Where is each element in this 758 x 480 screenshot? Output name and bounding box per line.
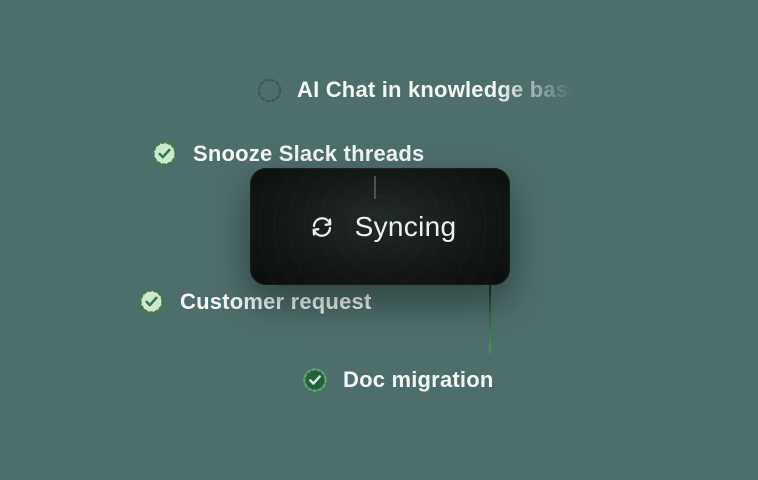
task-label: Customer request [180,288,372,314]
dashed-circle-icon [257,78,282,102]
task-label: Snooze Slack threads [193,140,425,166]
task-label: AI Chat in knowledge base [297,77,581,102]
sync-status-label: Syncing [354,210,457,242]
check-circle-light-icon [152,141,177,166]
check-circle-light-icon [139,289,164,314]
connector-line-top [374,176,376,199]
connector-line-bottom [489,284,491,353]
sync-arrows-icon [312,216,332,237]
task-item-doc-migration[interactable]: Doc migration [302,367,494,393]
check-circle-dark-icon [303,368,327,392]
task-item-customer-request[interactable]: Customer request [138,288,371,315]
sync-status-card: Syncing [250,168,510,285]
task-label: Doc migration [343,367,494,392]
task-item-ai-chat[interactable]: AI Chat in knowledge base [257,77,581,103]
task-item-snooze-slack[interactable]: Snooze Slack threads [151,140,424,167]
